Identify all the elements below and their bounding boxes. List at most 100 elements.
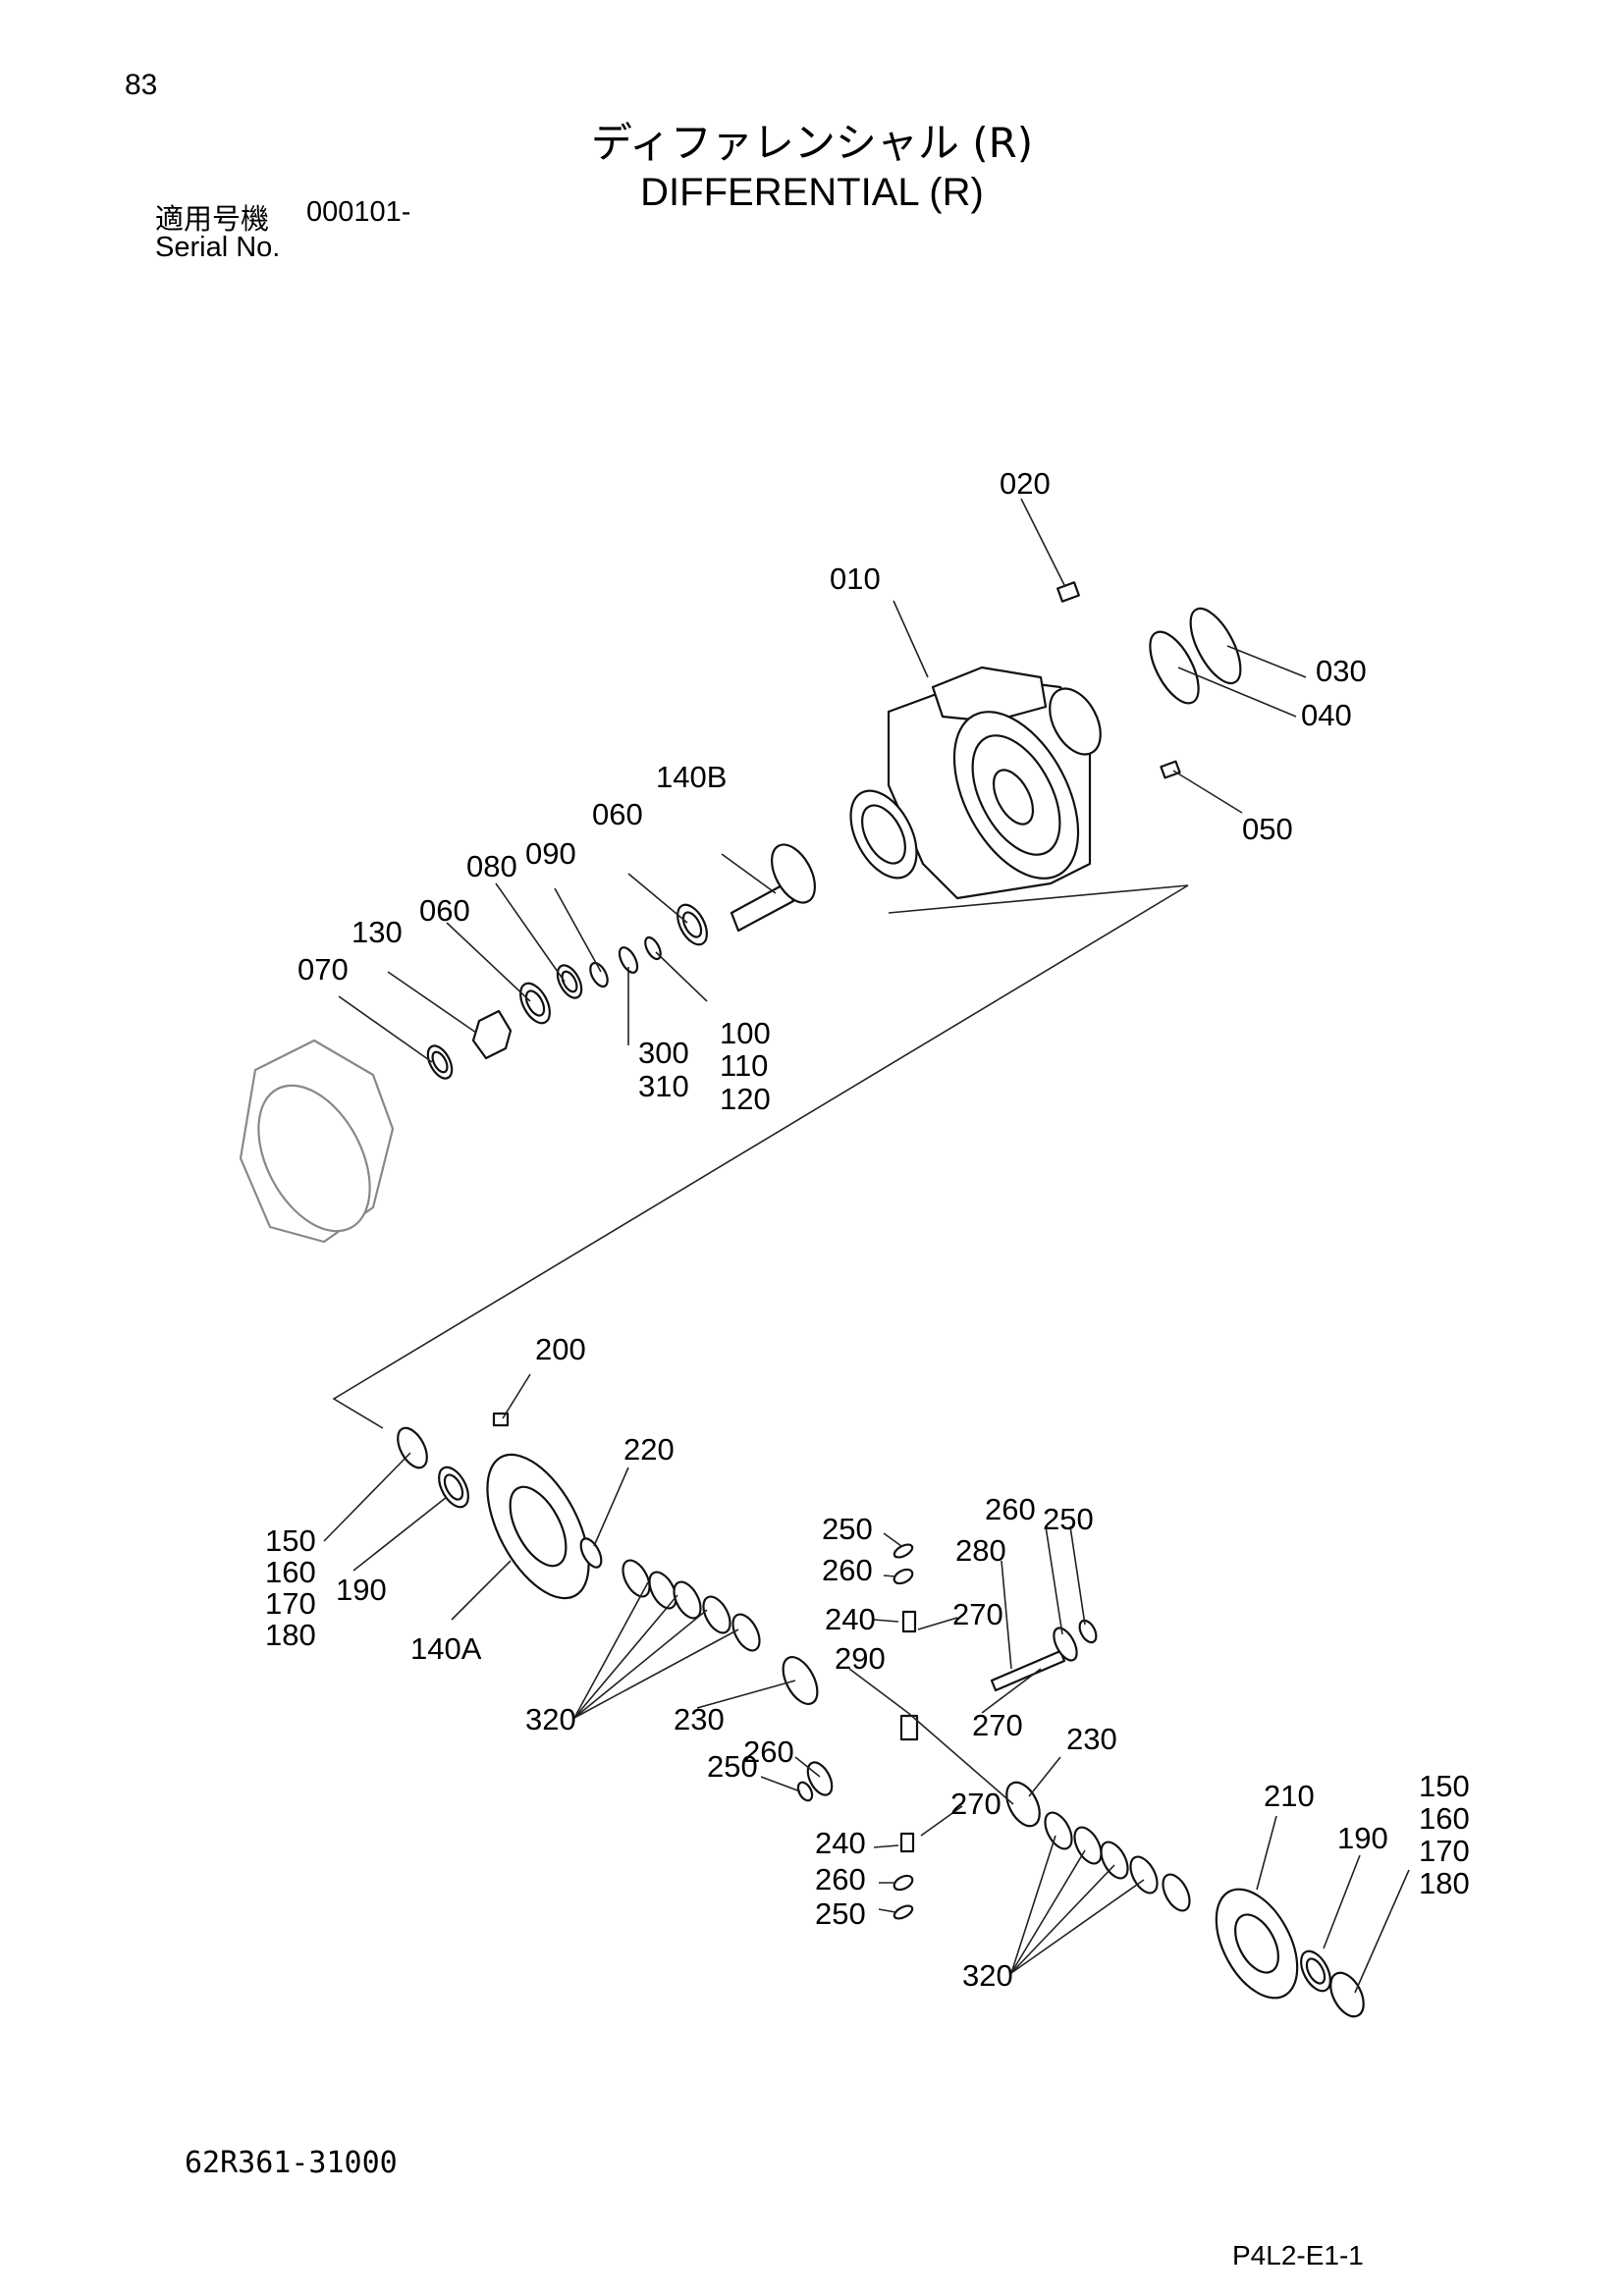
- callout-label-190b: 190: [1337, 1821, 1388, 1855]
- callout-label-320b: 320: [962, 1958, 1013, 1993]
- housing-bore-center: [992, 769, 1035, 826]
- callout-label-080: 080: [466, 849, 517, 883]
- callout-label-070: 070: [298, 952, 349, 987]
- o-ring-040: [1149, 630, 1200, 705]
- callout-label-190a: 190: [336, 1573, 387, 1607]
- washer-250-c: [796, 1781, 814, 1802]
- shim-320-b-1: [1044, 1811, 1073, 1850]
- leader-line-6: [721, 853, 777, 894]
- leader-line-23: [1045, 1525, 1063, 1635]
- callout-label-260b: 260: [822, 1553, 873, 1587]
- callout-label-240a: 240: [825, 1602, 876, 1636]
- shim-320-a-1: [622, 1559, 651, 1598]
- leader-line-8: [554, 887, 602, 973]
- callout-label-210: 210: [1264, 1779, 1315, 1813]
- shim-320-b-5: [1162, 1873, 1191, 1912]
- leader-line-26: [917, 1617, 958, 1630]
- washer-220: [579, 1537, 603, 1569]
- leader-line-45: [878, 1908, 896, 1913]
- side-gear-230-a: [782, 1656, 819, 1705]
- callout-label-260d: 260: [815, 1862, 866, 1896]
- leader-line-21: [883, 1532, 902, 1547]
- part-drawings: [239, 581, 1365, 2018]
- leader-line-48: [1010, 1864, 1115, 1974]
- leader-line-7: [627, 873, 688, 924]
- leader-line-25: [873, 1619, 899, 1623]
- callout-label-250b: 250: [1043, 1502, 1094, 1536]
- leader-line-30: [573, 1609, 708, 1719]
- serial-label-en: Serial No.: [155, 232, 281, 263]
- flange-070-inner: [431, 1050, 449, 1074]
- callout-label-060a: 060: [592, 797, 643, 831]
- callout-label-120: 120: [720, 1082, 771, 1116]
- leader-line-37: [760, 1776, 801, 1792]
- leader-line-31: [573, 1629, 739, 1719]
- callout-label-310: 310: [638, 1069, 689, 1103]
- leader-line-17: [593, 1467, 629, 1547]
- pinion-gear-head: [771, 843, 816, 904]
- callout-label-230b: 230: [1066, 1722, 1117, 1756]
- bearing-060-b-inner: [524, 989, 546, 1017]
- housing-left-bore: [861, 804, 906, 865]
- leader-line-1: [1020, 498, 1066, 588]
- leader-line-20: [451, 1560, 512, 1621]
- snap-ring-030: [1189, 607, 1242, 685]
- leader-line-19: [352, 1496, 448, 1572]
- callout-label-140a: 140A: [410, 1631, 482, 1666]
- serial-label-jp: 適用号機: [155, 202, 270, 236]
- leader-line-3: [1226, 645, 1307, 678]
- callout-label-130: 130: [352, 915, 403, 949]
- leader-line-39: [920, 1805, 963, 1837]
- callout-label-270a: 270: [952, 1597, 1003, 1631]
- leader-line-18: [323, 1452, 411, 1542]
- callout-label-040: 040: [1301, 698, 1352, 732]
- leader-line-35: [981, 1668, 1042, 1714]
- knuckle-flange: [257, 1084, 371, 1233]
- pin-240-a: [901, 1610, 917, 1633]
- washer-250-a: [893, 1543, 914, 1559]
- callout-label-150b: 150: [1419, 1769, 1470, 1803]
- shim-320-a-2: [648, 1571, 677, 1610]
- leader-line-32: [696, 1680, 796, 1709]
- leader-line-4: [1177, 667, 1297, 718]
- leader-line-40: [1256, 1815, 1277, 1891]
- pinion-260-b: [1053, 1627, 1078, 1662]
- pinion-260-c: [806, 1761, 834, 1796]
- leader-line-49: [1010, 1879, 1145, 1974]
- shim-320-a-4: [702, 1595, 731, 1634]
- pinion-260-d: [893, 1874, 914, 1892]
- leader-line-16: [502, 1373, 531, 1419]
- page-title-en: DIFFERENTIAL (R): [640, 171, 984, 214]
- callout-label-180b: 180: [1419, 1866, 1470, 1900]
- leader-line-13: [655, 951, 708, 1002]
- leader-line-43: [873, 1844, 899, 1848]
- leader-line-41: [1323, 1854, 1361, 1949]
- callout-label-220: 220: [623, 1432, 675, 1467]
- serial-value: 000101-: [306, 196, 411, 228]
- ring-gear-140a-hub: [509, 1485, 568, 1568]
- leader-lines: [323, 498, 1410, 1994]
- callout-label-050: 050: [1242, 812, 1293, 846]
- callout-label-250a: 250: [822, 1512, 873, 1546]
- leader-line-28: [573, 1581, 649, 1719]
- callout-label-320a: 320: [525, 1702, 576, 1736]
- washer-080-inner: [561, 970, 578, 993]
- leader-line-47: [1010, 1849, 1086, 1974]
- callout-label-010: 010: [830, 561, 881, 596]
- leader-line-10: [446, 922, 531, 1002]
- bearing-190-b-inner: [1305, 1957, 1326, 1985]
- callout-label-270b: 270: [972, 1708, 1023, 1742]
- callout-label-160b: 160: [1419, 1801, 1470, 1836]
- callout-label-150a: 150: [265, 1523, 316, 1558]
- plug-020: [1056, 581, 1080, 603]
- leader-line-12: [338, 995, 433, 1063]
- callout-label-140b: 140B: [656, 760, 727, 794]
- callout-label-090: 090: [525, 836, 576, 871]
- washer-250-d: [893, 1904, 914, 1920]
- leader-line-27: [1001, 1560, 1012, 1670]
- leader-line-11: [387, 971, 477, 1034]
- callout-label-290: 290: [835, 1641, 886, 1676]
- housing-top: [931, 666, 1048, 723]
- nut-130: [471, 1009, 513, 1060]
